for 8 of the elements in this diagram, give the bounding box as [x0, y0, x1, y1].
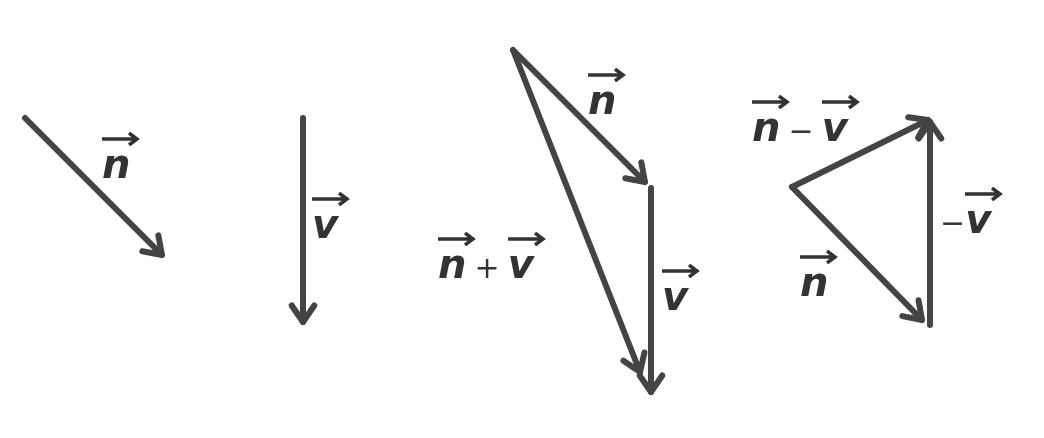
- vector-label: n: [102, 132, 131, 184]
- vector-label: n − v: [752, 95, 848, 147]
- vector-label: −v: [940, 187, 992, 239]
- vector-label: n: [588, 68, 617, 120]
- vector-label: v: [312, 192, 339, 244]
- vector-label: v: [662, 264, 689, 316]
- vector-label: n: [800, 250, 829, 302]
- vector-label: n + v: [438, 232, 534, 284]
